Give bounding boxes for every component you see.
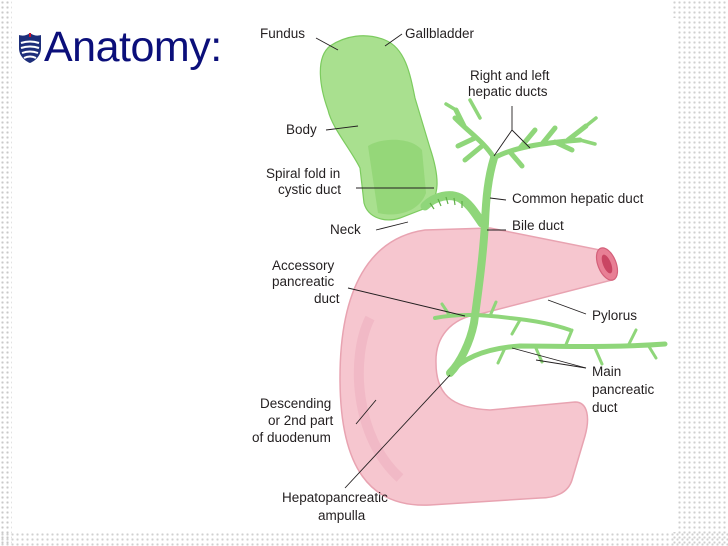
common-hepatic-duct: [485, 158, 494, 223]
label-accessory-1: Accessory: [272, 258, 335, 273]
label-gallbladder: Gallbladder: [405, 26, 475, 41]
gallbladder-inner: [368, 140, 426, 215]
label-fundus: Fundus: [260, 26, 305, 41]
label-descending-3: of duodenum: [252, 430, 331, 445]
label-accessory-3: duct: [314, 291, 340, 306]
label-right-left-hepatic-2: hepatic ducts: [468, 84, 548, 99]
label-descending-1: Descending: [260, 396, 331, 411]
label-neck: Neck: [330, 222, 361, 237]
label-body: Body: [286, 122, 317, 137]
dotted-border-bottom: [0, 532, 728, 546]
label-bile-duct: Bile duct: [512, 218, 564, 233]
label-accessory-2: pancreatic: [272, 274, 335, 289]
left-hepatic-duct: [494, 126, 586, 166]
label-main-pancreatic-2: pancreatic: [592, 382, 655, 397]
dotted-border-right: [672, 0, 728, 546]
right-hepatic-duct: [455, 110, 494, 160]
cystic-duct: [425, 196, 482, 223]
slide-title: Anatomy:: [44, 26, 222, 69]
anatomy-diagram: Fundus Gallbladder Right and left hepati…: [250, 18, 678, 532]
label-ampulla-2: ampulla: [318, 508, 366, 523]
label-spiral-fold-2: cystic duct: [278, 182, 341, 197]
label-descending-2: or 2nd part: [268, 413, 334, 428]
dotted-border-left: [0, 0, 12, 546]
shield-logo-icon: [18, 32, 42, 64]
label-main-pancreatic-1: Main: [592, 364, 621, 379]
label-spiral-fold-1: Spiral fold in: [266, 166, 340, 181]
label-main-pancreatic-3: duct: [592, 400, 618, 415]
slide-header: Anatomy:: [18, 26, 222, 69]
label-pylorus: Pylorus: [592, 308, 637, 323]
biliary-anatomy-figure: Fundus Gallbladder Right and left hepati…: [250, 18, 678, 532]
label-common-hepatic-duct: Common hepatic duct: [512, 191, 644, 206]
label-right-left-hepatic-1: Right and left: [470, 68, 550, 83]
label-ampulla-1: Hepatopancreatic: [282, 490, 388, 505]
main-pancreatic-duct: [450, 344, 665, 373]
